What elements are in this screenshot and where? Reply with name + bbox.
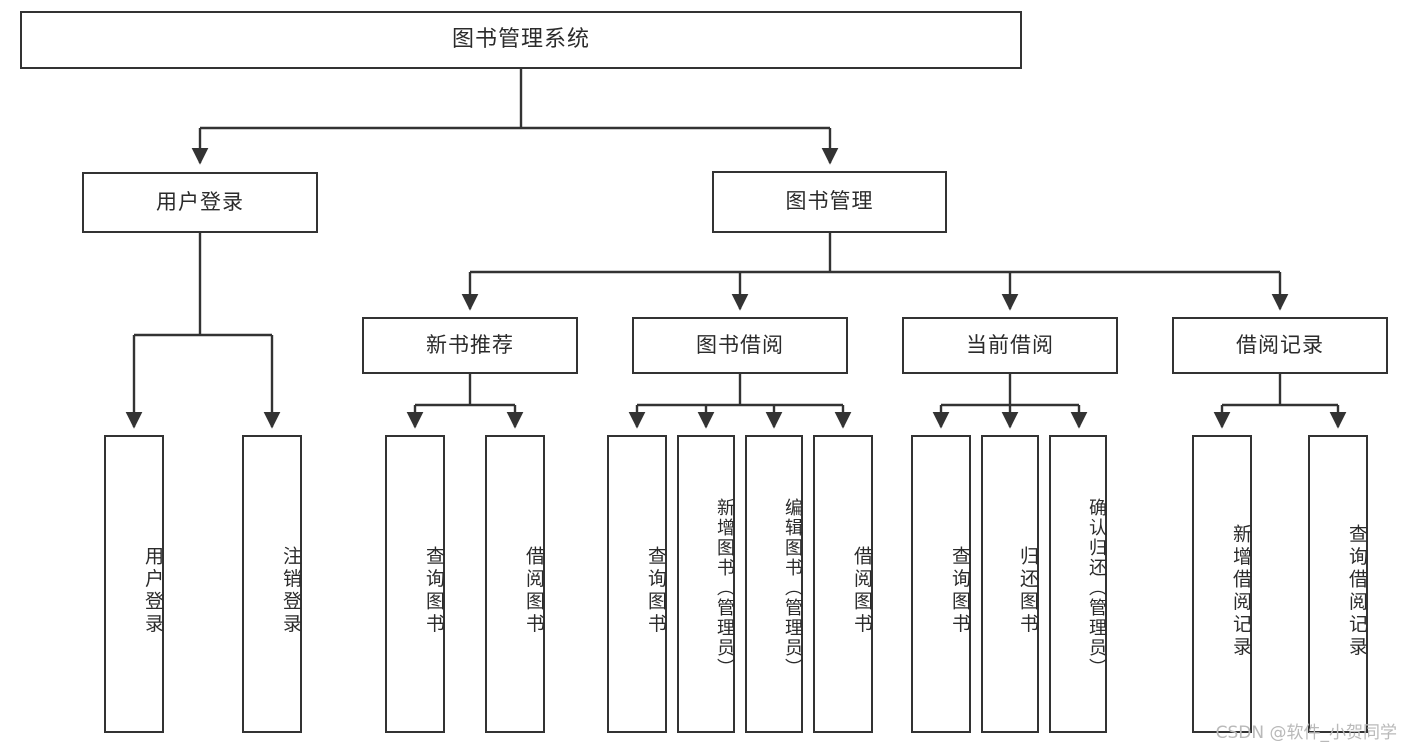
leaf-add-borrow-record[interactable]: 新增借阅记录 xyxy=(1192,435,1252,733)
node-current-borrow[interactable]: 当前借阅 xyxy=(902,317,1118,374)
leaf-borrow-book-recommend[interactable]: 借阅图书 xyxy=(485,435,545,733)
leaf-query-book-recommend[interactable]: 查询图书 xyxy=(385,435,445,733)
leaf-user-login[interactable]: 用户登录 xyxy=(104,435,164,733)
leaf-confirm-return-admin[interactable]: 确认归还（管理员） xyxy=(1049,435,1107,733)
leaf-query-book-borrow[interactable]: 查询图书 xyxy=(607,435,667,733)
leaf-query-borrow-record[interactable]: 查询借阅记录 xyxy=(1308,435,1368,733)
leaf-user-logout[interactable]: 注销登录 xyxy=(242,435,302,733)
node-borrow-record[interactable]: 借阅记录 xyxy=(1172,317,1388,374)
leaf-edit-book-admin[interactable]: 编辑图书（管理员） xyxy=(745,435,803,733)
leaf-add-book-admin[interactable]: 新增图书（管理员） xyxy=(677,435,735,733)
leaf-query-book-current[interactable]: 查询图书 xyxy=(911,435,971,733)
node-new-book-recommend[interactable]: 新书推荐 xyxy=(362,317,578,374)
node-book-management[interactable]: 图书管理 xyxy=(712,171,947,233)
node-user-login[interactable]: 用户登录 xyxy=(82,172,318,233)
node-root-book-management-system[interactable]: 图书管理系统 xyxy=(20,11,1022,69)
leaf-return-book[interactable]: 归还图书 xyxy=(981,435,1039,733)
leaf-borrow-book-borrow[interactable]: 借阅图书 xyxy=(813,435,873,733)
node-book-borrow[interactable]: 图书借阅 xyxy=(632,317,848,374)
